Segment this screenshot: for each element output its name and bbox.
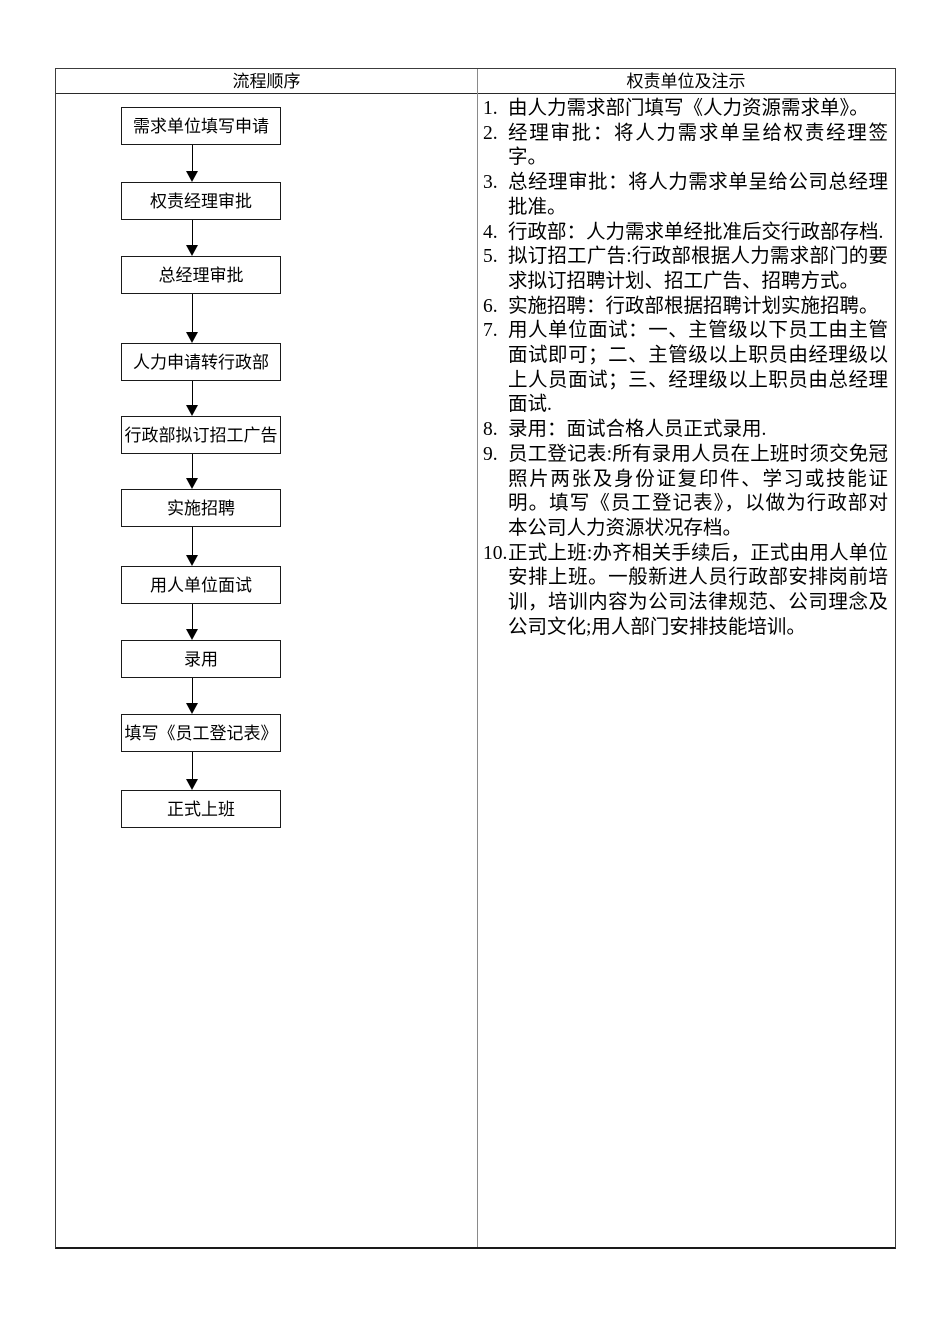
note-item: 2. 经理审批：将人力需求单呈给权责经理签字。 [483, 122, 888, 171]
note-item: 1. 由人力需求部门填写《人力资源需求单》。 [483, 97, 888, 122]
down-arrow-icon [186, 527, 199, 566]
note-number: 5. [483, 246, 498, 268]
note-number: 7. [483, 320, 498, 342]
down-arrow-icon [186, 145, 199, 182]
note-item: 6. 实施招聘：行政部根据招聘计划实施招聘。 [483, 295, 888, 320]
column-header-process-order: 流程顺序 [232, 71, 301, 91]
down-arrow-icon [186, 752, 199, 790]
flow-step-3: 总经理审批 [121, 256, 281, 294]
note-item: 3. 总经理审批：将人力需求单呈给公司总经理批准。 [483, 171, 888, 220]
down-arrow-icon [186, 454, 199, 489]
column-header-responsibility-notes: 权责单位及注示 [626, 71, 746, 91]
table-header-row: 流程顺序 权责单位及注示 [56, 69, 895, 94]
column-divider [477, 69, 478, 1247]
notes-list: 1. 由人力需求部门填写《人力资源需求单》。 2. 经理审批：将人力需求单呈给权… [483, 97, 888, 640]
flow-step-10: 正式上班 [121, 790, 281, 828]
note-number: 3. [483, 172, 498, 194]
note-number: 4. [483, 221, 498, 243]
down-arrow-icon [186, 678, 199, 714]
note-text: 员工登记表:所有录用人员在上班时须交免冠照片两张及身份证复印件、学习或技能证明。… [508, 443, 888, 539]
flow-step-8: 录用 [121, 640, 281, 678]
flow-step-1: 需求单位填写申请 [121, 107, 281, 145]
note-number: 1. [483, 98, 498, 119]
note-text: 经理审批：将人力需求单呈给权责经理签字。 [508, 122, 888, 169]
note-item: 8. 录用：面试合格人员正式录用. [483, 418, 888, 443]
flow-step-4: 人力申请转行政部 [121, 343, 281, 381]
note-number: 10. [483, 542, 508, 564]
note-text: 总经理审批：将人力需求单呈给公司总经理批准。 [508, 172, 888, 218]
flow-step-5: 行政部拟订招工广告 [121, 416, 281, 454]
down-arrow-icon [186, 604, 199, 640]
note-item: 4. 行政部：人力需求单经批准后交行政部存档. [483, 221, 888, 246]
note-text: 实施招聘：行政部根据招聘计划实施招聘。 [508, 295, 879, 317]
flow-step-2: 权责经理审批 [121, 182, 281, 220]
note-text: 由人力需求部门填写《人力资源需求单》。 [508, 98, 869, 119]
note-text: 拟订招工广告:行政部根据人力需求部门的要求拟订招聘计划、招工广告、招聘方式。 [508, 246, 888, 292]
down-arrow-icon [186, 294, 199, 343]
down-arrow-icon [186, 220, 199, 256]
note-text: 行政部：人力需求单经批准后交行政部存档. [508, 221, 884, 243]
note-text: 正式上班:办齐相关手续后，正式由用人单位安排上班。一般新进人员行政部安排岗前培训… [508, 542, 888, 638]
flow-step-9: 填写《员工登记表》 [121, 714, 281, 752]
note-item: 9. 员工登记表:所有录用人员在上班时须交免冠照片两张及身份证复印件、学习或技能… [483, 443, 888, 542]
flow-step-7: 用人单位面试 [121, 566, 281, 604]
note-item: 5. 拟订招工广告:行政部根据人力需求部门的要求拟订招聘计划、招工广告、招聘方式… [483, 245, 888, 294]
flow-step-6: 实施招聘 [121, 489, 281, 527]
note-number: 9. [483, 443, 498, 465]
note-text: 录用：面试合格人员正式录用. [508, 419, 767, 441]
note-number: 6. [483, 295, 498, 317]
down-arrow-icon [186, 381, 199, 416]
note-text: 用人单位面试：一、主管级以下员工由主管面试即可；二、主管级以上职员由经理级以上人… [508, 320, 888, 416]
note-number: 2. [483, 122, 498, 144]
note-item: 7. 用人单位面试：一、主管级以下员工由主管面试即可；二、主管级以上职员由经理级… [483, 319, 888, 418]
note-item: 10. 正式上班:办齐相关手续后，正式由用人单位安排上班。一般新进人员行政部安排… [483, 542, 888, 641]
note-number: 8. [483, 419, 498, 441]
